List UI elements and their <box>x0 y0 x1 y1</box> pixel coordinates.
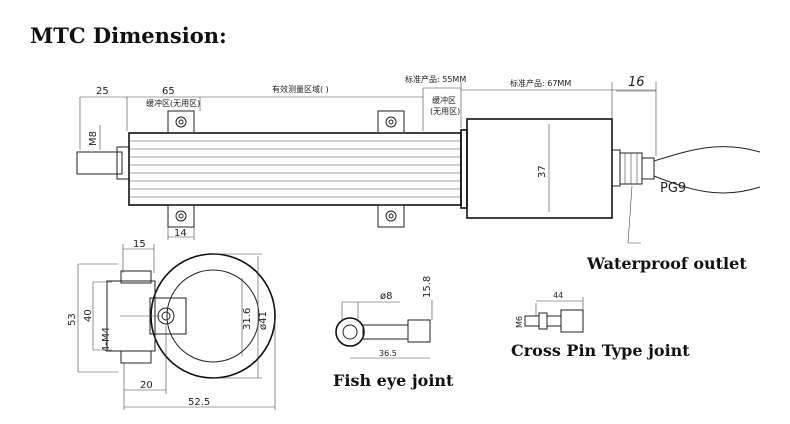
cross-pin-joint: 44 M6 Cross Pin Type joint <box>511 291 690 360</box>
dim-4-m4: 4-M4 <box>101 327 112 352</box>
dim-31-6: 31.6 <box>242 308 253 330</box>
dim-37: 37 <box>537 165 548 178</box>
ribbed-body <box>128 132 462 206</box>
bracket-bottom-left <box>167 204 195 228</box>
label-pg9: PG9 <box>660 181 686 196</box>
end-view: 15 53 40 4-M4 31.6 ø41 20 52.5 <box>67 239 276 410</box>
label-buffer-right-1: 缓冲区 <box>432 95 456 105</box>
caption-cross-pin-joint: Cross Pin Type joint <box>511 341 690 360</box>
callout-waterproof-outlet: Waterproof outlet <box>586 254 747 273</box>
dim-m8: M8 <box>88 131 99 146</box>
dim-44: 44 <box>553 291 563 300</box>
dim-15-end: 15 <box>133 239 146 250</box>
dim-phi41: ø41 <box>258 311 269 330</box>
label-buffer-left: 缓冲区(无用区) <box>146 98 200 108</box>
caption-fish-eye-joint: Fish eye joint <box>333 371 454 390</box>
end-inner-circle <box>166 269 260 363</box>
dim-65: 65 <box>162 86 175 97</box>
dim-16: 16 <box>628 75 645 90</box>
fish-eye-ring <box>335 317 365 347</box>
dim-40: 40 <box>83 309 94 322</box>
dim-15-8: 15.8 <box>422 276 433 298</box>
label-standard-67: 标准产品: 67MM <box>510 78 571 88</box>
body-ribs <box>129 140 461 198</box>
fish-eye-joint: ø8 15.8 36.5 Fish eye joint <box>333 276 454 390</box>
fish-eye-nut <box>407 319 431 343</box>
main-side-view: 25 65 缓冲区(无用区) 有效测量区域( ) 标准产品: 55MM 缓冲区 … <box>76 74 761 273</box>
dim-20: 20 <box>140 380 153 391</box>
end-cap <box>460 129 468 209</box>
dim-36-5: 36.5 <box>379 349 397 358</box>
fish-eye-shank <box>362 324 409 340</box>
cable-bottom <box>653 175 761 194</box>
cable-top <box>653 146 761 162</box>
label-buffer-right-2: (无用区) <box>430 107 460 116</box>
dim-53: 53 <box>67 313 78 326</box>
push-rod <box>76 151 123 175</box>
dim-25: 25 <box>96 86 109 97</box>
label-effective-range: 有效测量区域( ) <box>272 84 329 94</box>
dim-phi8: ø8 <box>380 291 392 302</box>
bracket-bottom-right <box>377 204 405 228</box>
gland-flange <box>611 149 621 187</box>
page-title: MTC Dimension: <box>30 23 227 48</box>
dim-14: 14 <box>174 228 187 239</box>
bracket-top-right <box>377 110 405 134</box>
fish-eye-hole <box>342 324 358 340</box>
dim-m6: M6 <box>515 316 524 328</box>
gland-tip <box>641 157 655 180</box>
bracket-top-left <box>167 110 195 134</box>
label-standard-55: 标准产品: 55MM <box>405 74 466 84</box>
callout-leader <box>627 185 641 244</box>
dim-52-5: 52.5 <box>188 397 210 408</box>
